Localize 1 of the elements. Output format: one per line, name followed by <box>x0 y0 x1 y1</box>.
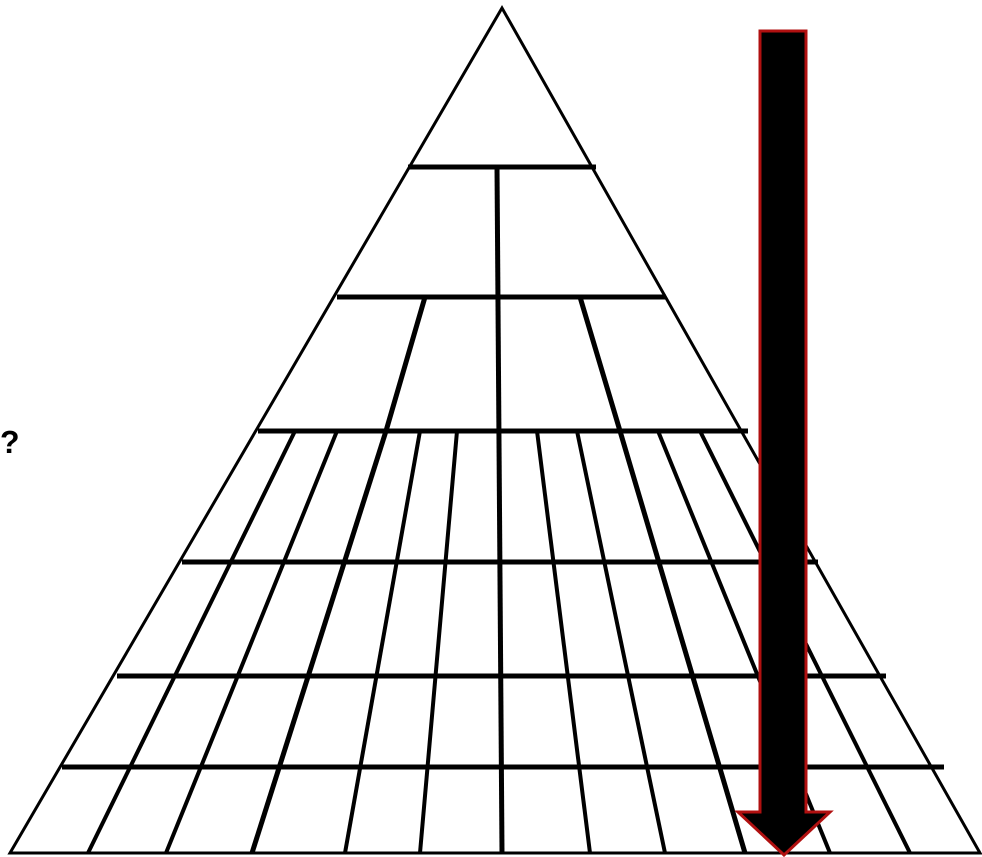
question-mark-label: ? <box>0 424 20 460</box>
